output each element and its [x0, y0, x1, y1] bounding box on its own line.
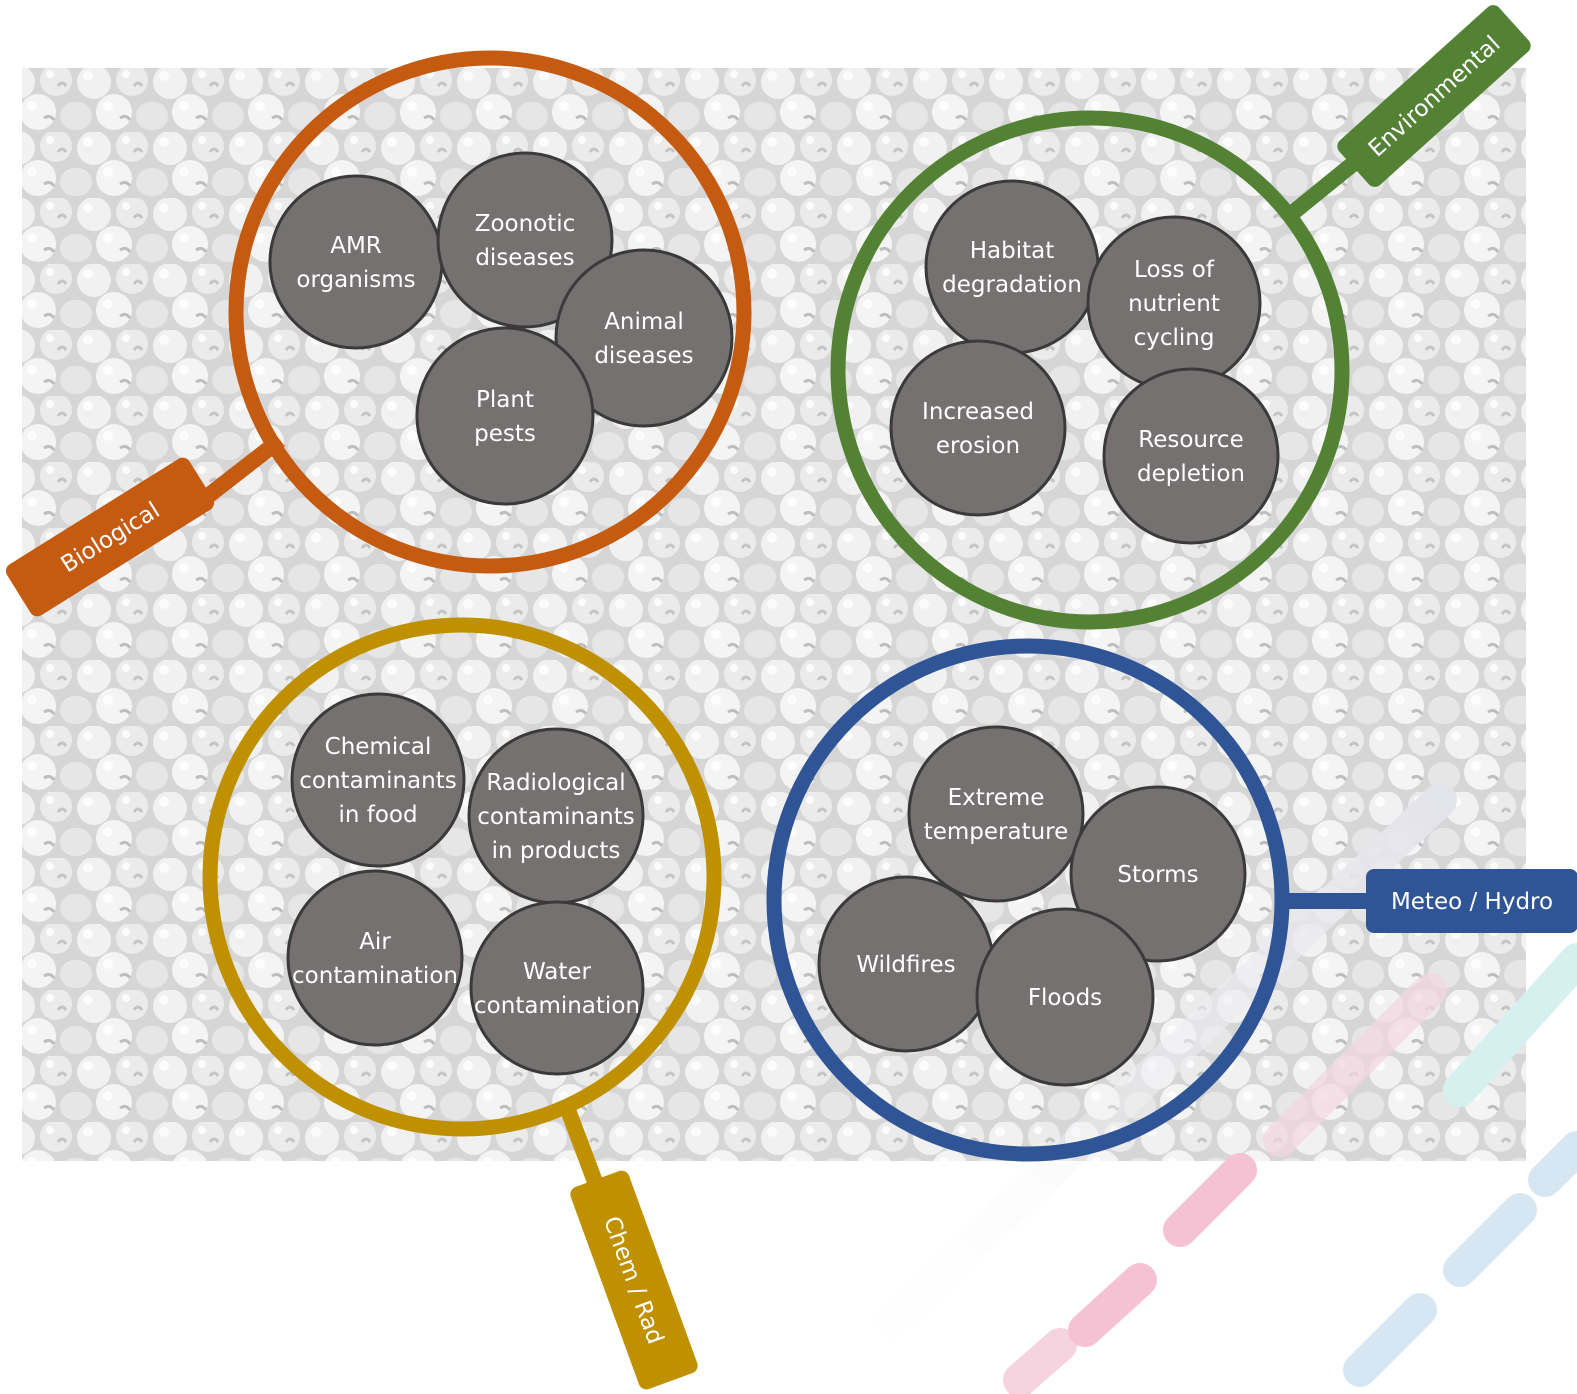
- biological-tag-box: [5, 457, 215, 617]
- hazard-label-line: Plant: [476, 387, 534, 413]
- group-biological: AMRorganismsZoonoticdiseasesAnimaldiseas…: [5, 50, 752, 617]
- hazard-label-line: Wildfires: [856, 952, 955, 978]
- hazard-label-line: Animal: [604, 309, 684, 335]
- hazard-bubble-circle: [415, 326, 595, 506]
- hazard-bubble: Animal diseases: [554, 248, 734, 428]
- hazard-bubble: Extreme temperature: [907, 725, 1085, 903]
- hazard-bubble: Zoonotic diseases: [436, 151, 614, 329]
- hazard-bubble-circle: [290, 692, 466, 868]
- group-chem-rad: Chemical contaminants in food Radiological c…: [202, 617, 722, 1390]
- hazard-bubble-circle: [924, 179, 1100, 355]
- hazard-bubble: Habitat degradation: [924, 179, 1100, 355]
- chem-rad-ring: [202, 617, 722, 1137]
- environmental-tag-box: [1337, 5, 1531, 187]
- hazard-label-line: Chemical: [325, 734, 432, 760]
- hazard-label-line: Resource: [1138, 427, 1243, 453]
- hazard-label-line: Loss of: [1134, 257, 1215, 283]
- meteo-hydro-tag: Meteo / Hydro: [1366, 869, 1577, 933]
- hazard-label-line: Radiological: [486, 770, 625, 796]
- hazard-label-line: diseases: [594, 343, 693, 369]
- hazard-label-line: in products: [492, 838, 621, 864]
- hazard-bubble: Water contamination: [469, 900, 645, 1076]
- hazard-bubble: Storms: [1069, 785, 1247, 963]
- hazard-bubble-circle: [554, 248, 734, 428]
- hazard-label-line: Extreme: [948, 785, 1045, 811]
- hazard-bubble-circle: [975, 907, 1155, 1087]
- meteo-hydro-tag-box: [1366, 869, 1577, 933]
- hazard-bubble: Loss of nutrient cycling: [1086, 215, 1262, 391]
- hazard-label-line: erosion: [936, 433, 1020, 459]
- hazard-label-line: temperature: [924, 819, 1069, 845]
- hazard-bubble-circle: [1102, 367, 1280, 545]
- hazard-label-line: Air: [359, 929, 391, 955]
- hazard-label-line: Increased: [922, 399, 1034, 425]
- hazard-bubble-circle: [1069, 785, 1247, 963]
- hazard-label-line: Storms: [1117, 862, 1198, 888]
- hazard-label-line: pests: [474, 421, 536, 447]
- chem-rad-tag: Chem / Rad: [570, 1170, 698, 1390]
- hazard-bubble: Wildfires: [817, 875, 995, 1053]
- hazard-label-line: organisms: [296, 267, 415, 293]
- biological-ring: [228, 50, 752, 574]
- hazard-label-line: contamination: [292, 963, 458, 989]
- chem-rad-tag-box: [570, 1170, 698, 1390]
- hazard-bubble: Increased erosion: [889, 339, 1067, 517]
- hazard-bubble-circle: [286, 869, 464, 1047]
- hazard-bubble-circle: [889, 339, 1067, 517]
- hazard-bubble: Chemical contaminants in food: [290, 692, 466, 868]
- hazard-bubble-circle: [469, 900, 645, 1076]
- hazard-label-line: degradation: [942, 272, 1082, 298]
- hazard-label-line: Zoonotic: [475, 211, 576, 237]
- hazard-label-line: contamination: [474, 993, 640, 1019]
- hazard-label-line: AMR: [330, 233, 382, 259]
- hazard-label-line: cycling: [1134, 325, 1215, 351]
- hazard-label-line: contaminants: [299, 768, 456, 794]
- hazard-label-line: nutrient: [1128, 291, 1220, 317]
- group-environmental: Habitat degradation Loss of nutrient cycling…: [830, 5, 1531, 630]
- hazard-label-line: Habitat: [970, 238, 1055, 264]
- meteo-hydro-ring: [766, 638, 1290, 1162]
- hazard-bubble: Radiological contaminants in products: [467, 727, 645, 905]
- hazard-label-line: in food: [338, 802, 417, 828]
- hazard-label-line: diseases: [475, 245, 574, 271]
- hazard-bubble-circle: [436, 151, 614, 329]
- hazard-label-line: Floods: [1028, 985, 1102, 1011]
- hazard-bubble: Air contamination: [286, 869, 464, 1047]
- hazard-label-line: contaminants: [477, 804, 634, 830]
- hazard-label-line: Water: [523, 959, 592, 985]
- hazard-bubble: Plant pests: [415, 326, 595, 506]
- hazard-label-line: depletion: [1137, 461, 1245, 487]
- hazard-bubble: Resource depletion: [1102, 367, 1280, 545]
- meteo-hydro-tag-label: Meteo / Hydro: [1391, 889, 1553, 915]
- hazard-bubble: Floods: [975, 907, 1155, 1087]
- hazard-bubble: AMR organisms: [268, 174, 444, 350]
- hazard-bubble-circle: [268, 174, 444, 350]
- hazard-bubble-circle: [907, 725, 1085, 903]
- environmental-ring: [830, 110, 1350, 630]
